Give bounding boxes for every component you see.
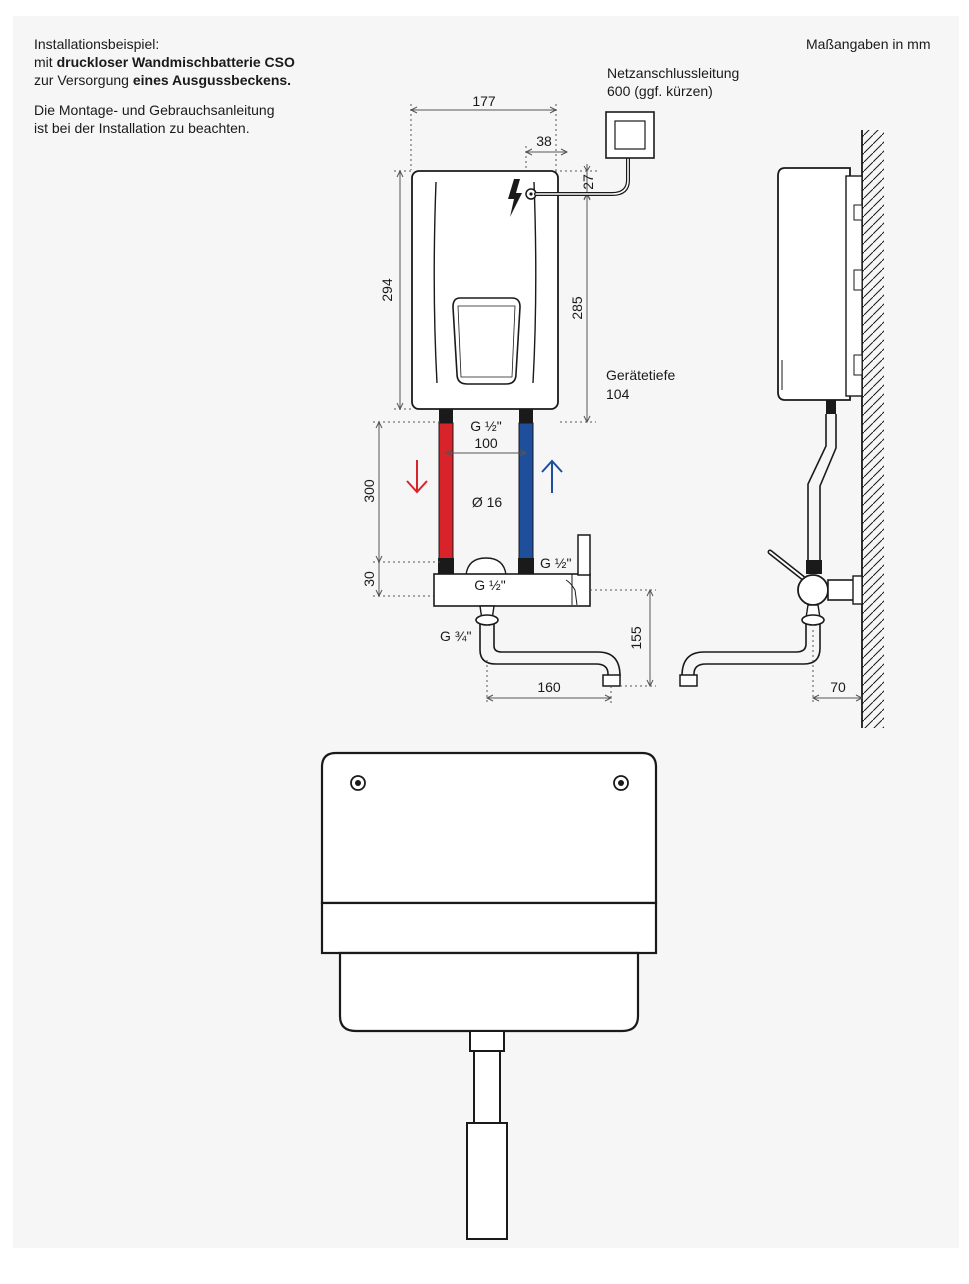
- water-heater-front: [411, 170, 559, 410]
- wall: [861, 130, 884, 728]
- hot-water-pipe: [438, 409, 454, 574]
- dim-cable-offset-label: 38: [536, 133, 552, 149]
- hot-flow-arrow-icon: [406, 460, 428, 494]
- intro-title: Installationsbeispiel:: [34, 36, 160, 52]
- dim-pipe-spacing: [444, 449, 528, 457]
- intro-line-2-bold: druckloser Wandmischbatterie CSO: [56, 54, 295, 70]
- dim-connection-height-label: 285: [569, 296, 585, 320]
- dim-spout-height-label: 155: [628, 626, 644, 650]
- dim-pipe-length: [373, 420, 440, 564]
- intro-line-3-prefix: zur Versorgung: [34, 72, 133, 88]
- thread-label-spout: G ¾": [440, 628, 471, 644]
- spout-front: [475, 605, 621, 687]
- units-note: Maßangaben in mm: [806, 36, 931, 52]
- device-depth-label: Gerätetiefe: [606, 367, 675, 383]
- dim-pipe-spacing-label: 100: [474, 435, 498, 451]
- mixer-tap-side: [767, 549, 863, 606]
- thread-label-right: G ½": [540, 555, 571, 571]
- screw-left-icon: [350, 775, 366, 791]
- dim-spout-height: [590, 588, 656, 688]
- side-pipe: [806, 400, 837, 574]
- spout-side: [679, 604, 825, 687]
- intro-line-3: zur Versorgung eines Ausgussbeckens.: [34, 72, 291, 89]
- installation-note-1: Die Montage- und Gebrauchsanleitung: [34, 102, 275, 118]
- dim-top-offset-label: 27: [580, 174, 596, 190]
- lightning-icon: [508, 179, 522, 217]
- cold-water-pipe: [518, 409, 534, 574]
- dim-height-label: 294: [379, 278, 395, 302]
- dim-cable-offset: [524, 146, 569, 185]
- dim-width: [409, 104, 558, 170]
- utility-sink: [320, 751, 658, 1240]
- cable-connector: [525, 188, 537, 200]
- dim-width-label: 177: [472, 93, 496, 109]
- intro-line-3-bold: eines Ausgussbeckens.: [132, 72, 292, 88]
- installation-note-2: ist bei der Installation zu beachten.: [34, 120, 250, 136]
- intro-line-2: mit druckloser Wandmischbatterie CSO: [34, 54, 295, 71]
- mains-cable-length: 600 (ggf. kürzen): [607, 83, 713, 99]
- dim-mixer-height: [373, 562, 436, 598]
- dim-pipe-length-label: 300: [361, 479, 377, 503]
- mains-cable-label: Netzanschlussleitung: [607, 65, 739, 81]
- dim-spout-reach: [485, 660, 613, 704]
- device-depth-value: 104: [606, 386, 630, 402]
- water-heater-side: [777, 167, 863, 401]
- dim-wall-distance-label: 70: [830, 679, 846, 695]
- dim-height: [394, 169, 412, 411]
- mixer-tap-front: [433, 534, 591, 607]
- thread-label-mixer: G ½": [474, 577, 505, 593]
- junction-box: [605, 111, 655, 159]
- dim-wall-distance: [811, 630, 864, 704]
- thread-label-top: G ½": [470, 418, 501, 434]
- dim-spout-reach-label: 160: [537, 679, 561, 695]
- intro-line-2-prefix: mit: [34, 54, 57, 70]
- dim-mixer-height-label: 30: [361, 571, 377, 587]
- screw-right-icon: [613, 775, 629, 791]
- pipe-diameter-label: Ø 16: [472, 494, 503, 510]
- cold-flow-arrow-icon: [541, 459, 563, 493]
